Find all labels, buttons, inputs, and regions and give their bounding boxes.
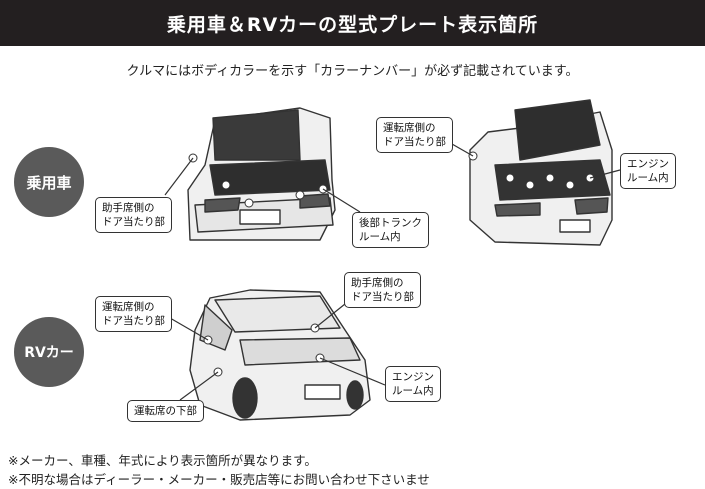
sedan-driver-door-label: 運転席側の ドア当たり部 [376,117,453,153]
page-title-bar: 乗用車＆RVカーの型式プレート表示箇所 [0,0,705,46]
sedan-front-illustration [469,99,613,246]
sedan-rear-illustration [187,107,336,241]
badge-rv: RVカー [14,317,84,387]
sedan-trunk-label: 後部トランク ルーム内 [352,212,429,248]
page-title: 乗用車＆RVカーの型式プレート表示箇所 [166,13,539,36]
note-2: ※不明な場合はディーラー・メーカー・販売店等にお問い合わせ下さいませ [8,472,430,487]
rv-engine-label: エンジン ルーム内 [385,366,441,402]
rv-car-illustration [189,289,371,421]
rv-driver-door-label: 運転席側の ドア当たり部 [95,296,172,332]
note-1: ※メーカー、車種、年式により表示箇所が異なります。 [8,453,317,468]
badge-sedan: 乗用車 [14,147,84,217]
intro-text: クルマにはボディカラーを示す「カラーナンバー」が必ず記載されています。 [126,64,579,79]
sedan-engine-label: エンジン ルーム内 [620,153,676,189]
rv-passenger-door-label: 助手席側の ドア当たり部 [344,272,421,308]
rv-driver-lower-label: 運転席の下部 [127,400,204,422]
sedan-passenger-door-label: 助手席側の ドア当たり部 [95,197,172,233]
